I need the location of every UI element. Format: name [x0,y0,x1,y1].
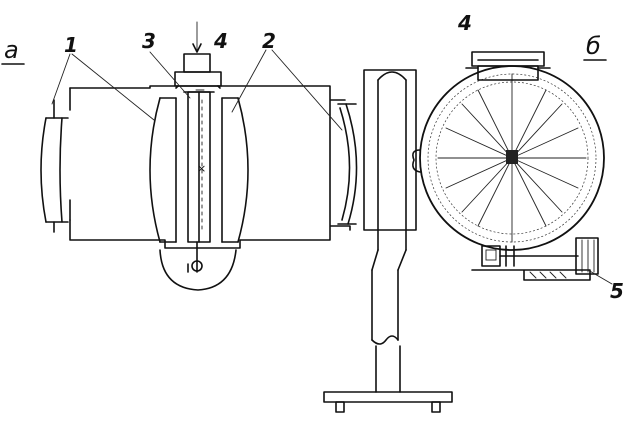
column-sleeve [363,69,417,231]
part-1-label: 1 [64,33,78,57]
support-column [371,71,407,393]
part-2-label: 2 [262,29,276,53]
housing-body [69,85,351,249]
inner-lens-left [149,97,177,243]
slit-plate: × [183,89,215,243]
panel-a-label: а [4,36,19,64]
right-outer-lens [337,103,358,225]
part-3-label: 3 [142,29,156,53]
part-4-right-label: 4 [457,11,472,35]
panel-b-label: б [586,32,601,60]
top-adjusting-screw [174,21,222,89]
leader-lines [1,49,613,285]
micrometer-screw [471,237,599,281]
stand-base [323,391,453,413]
inner-lens-right [221,97,249,243]
part-4-left-label: 4 [213,29,228,53]
part-5-label: 5 [610,279,624,303]
disc-hub [506,150,518,164]
left-outer-lens [40,99,69,233]
bottom-adjust-wheel [159,241,237,291]
disc-top-block [465,51,551,81]
svg-text:×: × [197,162,206,175]
